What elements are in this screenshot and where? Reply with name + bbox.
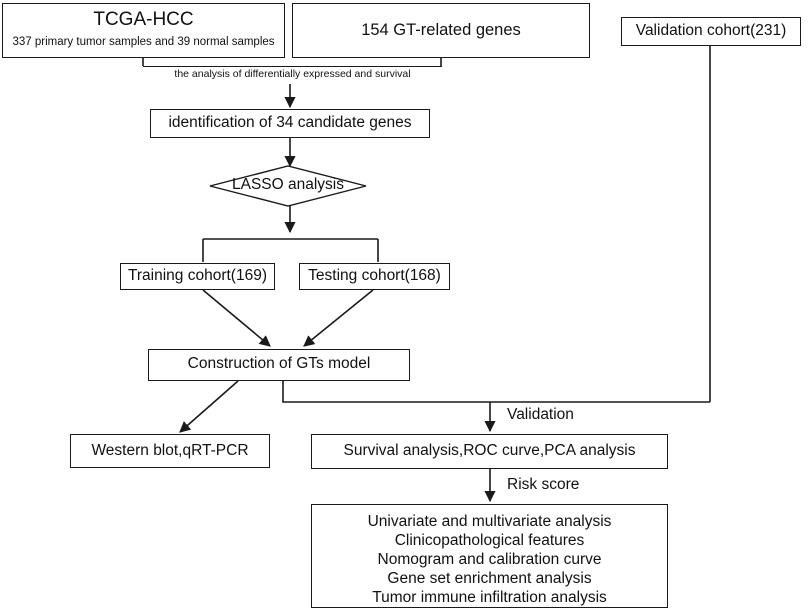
gt-genes-label: 154 GT-related genes bbox=[361, 21, 521, 39]
lasso-diamond bbox=[209, 165, 367, 207]
training-cohort-label: Training cohort(169) bbox=[128, 267, 267, 284]
model-box: Construction of GTs model bbox=[148, 349, 410, 381]
lasso-label: LASSO analysis bbox=[232, 176, 344, 193]
validation-cohort-box: Validation cohort(231) bbox=[621, 17, 801, 46]
training-cohort-box: Training cohort(169) bbox=[120, 263, 275, 290]
candidates-box: identification of 34 candidate genes bbox=[150, 109, 430, 138]
final-item-univariate: Univariate and multivariate analysis bbox=[367, 513, 612, 530]
final-analyses-box: Univariate and multivariate analysis Cli… bbox=[311, 504, 668, 608]
gt-genes-box: 154 GT-related genes bbox=[292, 3, 590, 58]
survival-label: Survival analysis,ROC curve,PCA analysis bbox=[343, 442, 636, 459]
connector-model-western bbox=[179, 380, 239, 433]
final-item-clinicopathological: Clinicopathological features bbox=[394, 532, 585, 549]
tcga-hcc-box: TCGA-HCC 337 primary tumor samples and 3… bbox=[2, 3, 285, 58]
connector-training-model bbox=[202, 289, 271, 347]
final-item-nomogram: Nomogram and calibration curve bbox=[377, 551, 602, 568]
tcga-title: TCGA-HCC bbox=[93, 9, 194, 30]
model-label: Construction of GTs model bbox=[187, 355, 371, 372]
tcga-subtitle: 337 primary tumor samples and 39 normal … bbox=[12, 36, 275, 48]
analysis-label: the analysis of differentially expressed… bbox=[174, 68, 411, 80]
western-blot-label: Western blot,qRT-PCR bbox=[91, 442, 249, 459]
final-analyses-list: Univariate and multivariate analysis Cli… bbox=[312, 512, 667, 607]
western-blot-box: Western blot,qRT-PCR bbox=[70, 434, 270, 468]
validation-label: Validation bbox=[507, 406, 574, 423]
survival-box: Survival analysis,ROC curve,PCA analysis bbox=[311, 434, 668, 469]
analysis-label-bar: the analysis of differentially expressed… bbox=[143, 66, 442, 84]
final-item-gsea: Gene set enrichment analysis bbox=[387, 570, 592, 587]
connector-model-validation bbox=[282, 381, 710, 403]
final-item-immune: Tumor immune infiltration analysis bbox=[372, 589, 607, 606]
risk-score-label: Risk score bbox=[507, 476, 580, 493]
testing-cohort-box: Testing cohort(168) bbox=[299, 263, 450, 290]
candidates-label: identification of 34 candidate genes bbox=[168, 114, 412, 131]
testing-cohort-label: Testing cohort(168) bbox=[308, 267, 441, 284]
connector-testing-model bbox=[303, 289, 374, 347]
validation-cohort-label: Validation cohort(231) bbox=[635, 22, 787, 39]
